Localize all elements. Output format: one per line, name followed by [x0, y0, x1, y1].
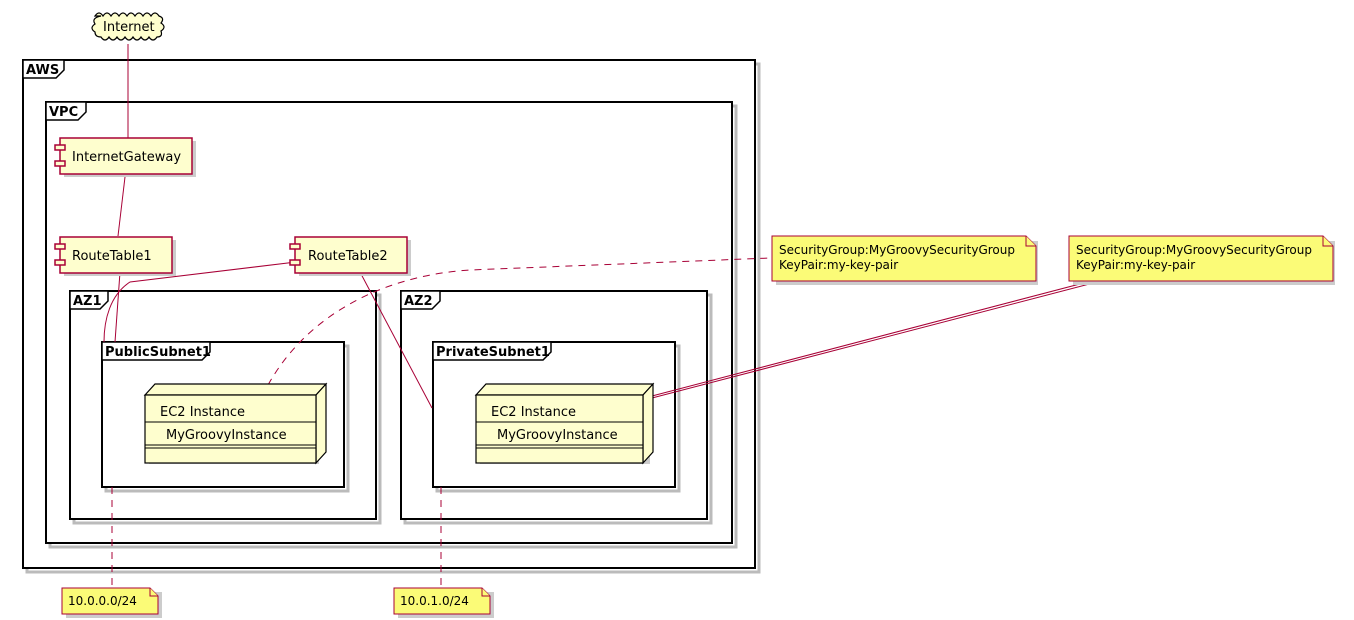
- ec2-node-private: EC2 Instance MyGroovyInstance: [474, 382, 655, 465]
- private-cidr-label: 10.0.1.0/24: [400, 594, 469, 608]
- link-routetable2-publicsubnet: [103, 261, 297, 343]
- public-subnet-frame-label: PublicSubnet1: [105, 345, 211, 360]
- note-2-key-pair: KeyPair:my-key-pair: [1076, 258, 1195, 272]
- public-cidr-label: 10.0.0.0/24: [68, 594, 137, 608]
- link-igw-routetable1: [117, 176, 126, 237]
- ec2-node-public-type: EC2 Instance: [160, 405, 245, 420]
- route-table-1-component: RouteTable1: [54, 236, 176, 276]
- component-icon: [54, 243, 66, 250]
- security-group-note-2: SecurityGroup:MyGroovySecurityGroup KeyP…: [1068, 235, 1335, 285]
- route-table-1-label: RouteTable1: [72, 249, 152, 264]
- az2-frame-label: AZ2: [404, 294, 433, 309]
- link-note2-privateinstance-a: [651, 273, 1119, 397]
- ec2-node-public: EC2 Instance MyGroovyInstance: [143, 382, 328, 465]
- route-table-2-label: RouteTable2: [308, 249, 388, 264]
- cloud-icon: [91, 12, 165, 41]
- component-icon: [289, 243, 301, 250]
- route-table-2-component: RouteTable2: [289, 236, 411, 276]
- link-routetable2-privatesubnet: [359, 271, 433, 409]
- ec2-node-private-name: MyGroovyInstance: [497, 428, 618, 443]
- links: [103, 44, 1121, 588]
- note-2-security-group: SecurityGroup:MyGroovySecurityGroup: [1076, 243, 1312, 257]
- link-routetable1-publicsubnet: [114, 271, 121, 343]
- internet-label: Internet: [103, 20, 155, 35]
- ec2-node-public-name: MyGroovyInstance: [166, 428, 287, 443]
- component-icon: [54, 144, 66, 151]
- public-cidr-note: 10.0.0.0/24: [61, 587, 162, 618]
- az1-frame-label: AZ1: [73, 294, 102, 309]
- link-note1-publicinstance: [267, 257, 771, 386]
- security-group-note-1: SecurityGroup:MyGroovySecurityGroup KeyP…: [771, 235, 1038, 285]
- private-subnet-frame-label: PrivateSubnet1: [436, 345, 550, 360]
- internet-cloud: Internet: [91, 12, 165, 41]
- aws-frame-label: AWS: [26, 63, 59, 78]
- link-note2-privateinstance-b: [651, 275, 1121, 399]
- internet-gateway-label: InternetGateway: [72, 150, 181, 165]
- note-1-key-pair: KeyPair:my-key-pair: [779, 258, 898, 272]
- internet-gateway-component: InternetGateway: [54, 137, 196, 177]
- note-1-security-group: SecurityGroup:MyGroovySecurityGroup: [779, 243, 1015, 257]
- ec2-node-private-type: EC2 Instance: [491, 405, 576, 420]
- private-cidr-note: 10.0.1.0/24: [393, 587, 494, 618]
- vpc-frame-label: VPC: [49, 105, 78, 120]
